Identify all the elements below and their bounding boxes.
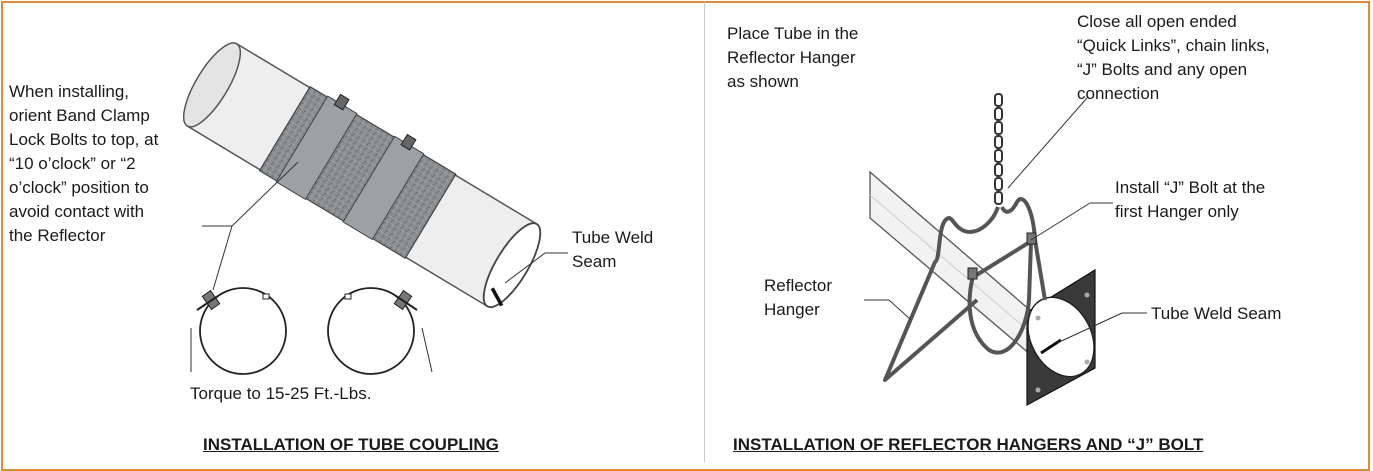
weld-seam-mark	[490, 287, 504, 307]
band-clamp-ring-left	[199, 287, 287, 375]
tube	[182, 42, 542, 308]
panel-divider	[704, 2, 705, 462]
reflector-hanger-rod	[1000, 197, 1047, 301]
j-bolt	[967, 241, 1033, 355]
tube-coupling-panel: When installing, orient Band Clamp Lock …	[9, 42, 654, 454]
tube-end	[482, 222, 542, 308]
reflector-hanger-caption: INSTALLATION OF REFLECTOR HANGERS AND “J…	[733, 435, 1204, 454]
leader-lines	[190, 161, 568, 373]
reflector-hanger-panel: Place Tube in the Reflector Hanger as sh…	[705, 0, 1373, 462]
reflector-hanger-illustration	[864, 93, 1147, 407]
tube-coupling-caption: INSTALLATION OF TUBE COUPLING	[203, 435, 499, 454]
j-bolt-note: Install “J” Bolt at the first Hanger onl…	[1115, 178, 1266, 221]
chain-icon	[994, 93, 1003, 205]
lock-bolt-icon	[333, 93, 350, 111]
band-clamp-ring-right	[327, 287, 415, 375]
leader-lines	[864, 97, 1147, 344]
tube-weld-seam-label: Tube Weld Seam	[572, 228, 654, 271]
clamp-bolt-icon	[196, 289, 221, 311]
torque-spec-label: Torque to 15-25 Ft.-Lbs.	[190, 384, 372, 403]
band-clamp-orientation-note: When installing, orient Band Clamp Lock …	[9, 82, 159, 245]
tube-coupling-illustration	[182, 42, 568, 375]
reflector-hanger-label: Reflector Hanger	[764, 276, 833, 319]
tube-weld-seam-label: Tube Weld Seam	[1151, 304, 1282, 323]
place-tube-note: Place Tube in the Reflector Hanger as sh…	[727, 24, 859, 91]
reflector-hanger-rod	[883, 206, 1000, 382]
clamp-bolt-icon	[393, 289, 418, 311]
lock-bolt-icon	[400, 133, 417, 151]
tube-end	[1027, 296, 1095, 378]
close-links-note: Close all open ended “Quick Links”, chai…	[1077, 12, 1270, 103]
